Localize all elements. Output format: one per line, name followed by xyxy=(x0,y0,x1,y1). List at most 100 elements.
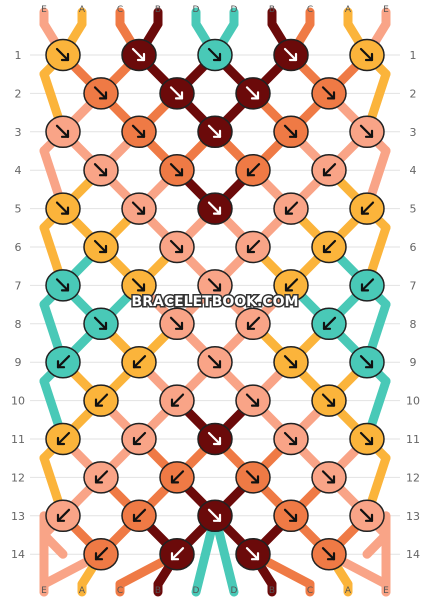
knot[interactable] xyxy=(273,422,309,456)
knot[interactable] xyxy=(45,499,81,533)
knot[interactable] xyxy=(83,307,119,341)
arrow-down-left-icon xyxy=(56,508,71,522)
knot[interactable] xyxy=(83,537,119,571)
arrow-down-right-icon xyxy=(207,47,222,62)
knot[interactable] xyxy=(83,77,119,110)
knot[interactable] xyxy=(197,345,233,379)
knot[interactable] xyxy=(273,115,309,149)
knot[interactable] xyxy=(235,230,271,264)
arrow-down-left-icon xyxy=(94,547,109,561)
row-number-right: 10 xyxy=(406,395,420,408)
knot[interactable] xyxy=(83,153,119,187)
knot[interactable] xyxy=(235,77,271,110)
row-number-right: 9 xyxy=(410,356,417,369)
arrow-down-left-icon xyxy=(170,470,185,484)
knot[interactable] xyxy=(273,499,309,533)
knot[interactable] xyxy=(197,499,233,533)
knot[interactable] xyxy=(121,38,157,72)
knot[interactable] xyxy=(349,269,385,302)
knot[interactable] xyxy=(45,269,81,302)
row-number-left: 7 xyxy=(15,279,22,292)
knot[interactable] xyxy=(349,38,385,72)
knot[interactable] xyxy=(197,269,233,302)
knot[interactable] xyxy=(83,384,119,417)
knot[interactable] xyxy=(273,345,309,379)
knot[interactable] xyxy=(121,269,157,302)
bottom-string-letter: B xyxy=(155,586,161,596)
knot[interactable] xyxy=(159,153,195,187)
knot[interactable] xyxy=(159,77,195,110)
knot[interactable] xyxy=(235,384,271,417)
knot[interactable] xyxy=(197,422,233,456)
arrow-down-left-icon xyxy=(284,201,299,215)
knot[interactable] xyxy=(121,499,157,533)
knot[interactable] xyxy=(45,422,81,456)
arrow-down-right-icon xyxy=(283,124,298,138)
row-number-left: 8 xyxy=(15,318,22,331)
arrow-down-right-icon xyxy=(245,86,260,100)
top-string-letter: E xyxy=(383,5,389,15)
knot[interactable] xyxy=(349,192,385,225)
knot[interactable] xyxy=(235,153,271,187)
arrow-down-left-icon xyxy=(322,163,337,177)
knot[interactable] xyxy=(235,537,271,571)
row-number-left: 2 xyxy=(15,87,22,100)
row-number-right: 6 xyxy=(410,241,417,254)
knot[interactable] xyxy=(159,384,195,417)
top-string-letter: A xyxy=(79,5,86,15)
knot-grid xyxy=(45,38,385,571)
knot[interactable] xyxy=(197,115,233,149)
knot[interactable] xyxy=(197,38,233,72)
knot[interactable] xyxy=(45,115,81,149)
arrow-down-right-icon xyxy=(359,47,374,62)
knot[interactable] xyxy=(349,499,385,533)
knot[interactable] xyxy=(197,192,233,225)
knot[interactable] xyxy=(121,115,157,149)
arrow-down-left-icon xyxy=(94,470,109,484)
arrow-down-right-icon xyxy=(55,47,70,62)
knot[interactable] xyxy=(159,461,195,494)
arrow-down-right-icon xyxy=(93,163,108,177)
top-string-letter: D xyxy=(231,5,238,15)
knot[interactable] xyxy=(311,307,347,341)
knot[interactable] xyxy=(311,77,347,110)
arrow-down-left-icon xyxy=(94,393,109,407)
knot[interactable] xyxy=(311,230,347,264)
knot[interactable] xyxy=(83,230,119,264)
arrow-down-left-icon xyxy=(132,431,147,446)
bottom-string-letter: E xyxy=(41,586,47,596)
knot[interactable] xyxy=(235,461,271,494)
knot[interactable] xyxy=(273,38,309,72)
knot[interactable] xyxy=(311,537,347,571)
knot[interactable] xyxy=(311,384,347,417)
knot[interactable] xyxy=(349,422,385,456)
knot[interactable] xyxy=(159,537,195,571)
knot[interactable] xyxy=(45,38,81,72)
row-number-right: 5 xyxy=(410,203,417,216)
knot[interactable] xyxy=(273,269,309,302)
arrow-down-right-icon xyxy=(207,278,222,292)
knot[interactable] xyxy=(349,115,385,149)
knot[interactable] xyxy=(83,461,119,494)
arrow-down-right-icon xyxy=(283,431,298,446)
knot[interactable] xyxy=(159,307,195,341)
arrow-down-right-icon xyxy=(207,201,222,215)
knot[interactable] xyxy=(121,345,157,379)
knot[interactable] xyxy=(121,192,157,225)
row-number-left: 14 xyxy=(11,548,25,561)
knot[interactable] xyxy=(235,307,271,341)
knot[interactable] xyxy=(159,230,195,264)
top-string-letter: A xyxy=(345,5,352,15)
arrow-down-right-icon xyxy=(207,508,222,522)
knot[interactable] xyxy=(121,422,157,456)
row-number-left: 5 xyxy=(15,203,22,216)
knot[interactable] xyxy=(311,153,347,187)
knot[interactable] xyxy=(311,461,347,494)
arrow-down-left-icon xyxy=(132,355,147,369)
knot[interactable] xyxy=(45,192,81,225)
knot[interactable] xyxy=(349,345,385,379)
knot[interactable] xyxy=(45,345,81,379)
knot[interactable] xyxy=(273,192,309,225)
